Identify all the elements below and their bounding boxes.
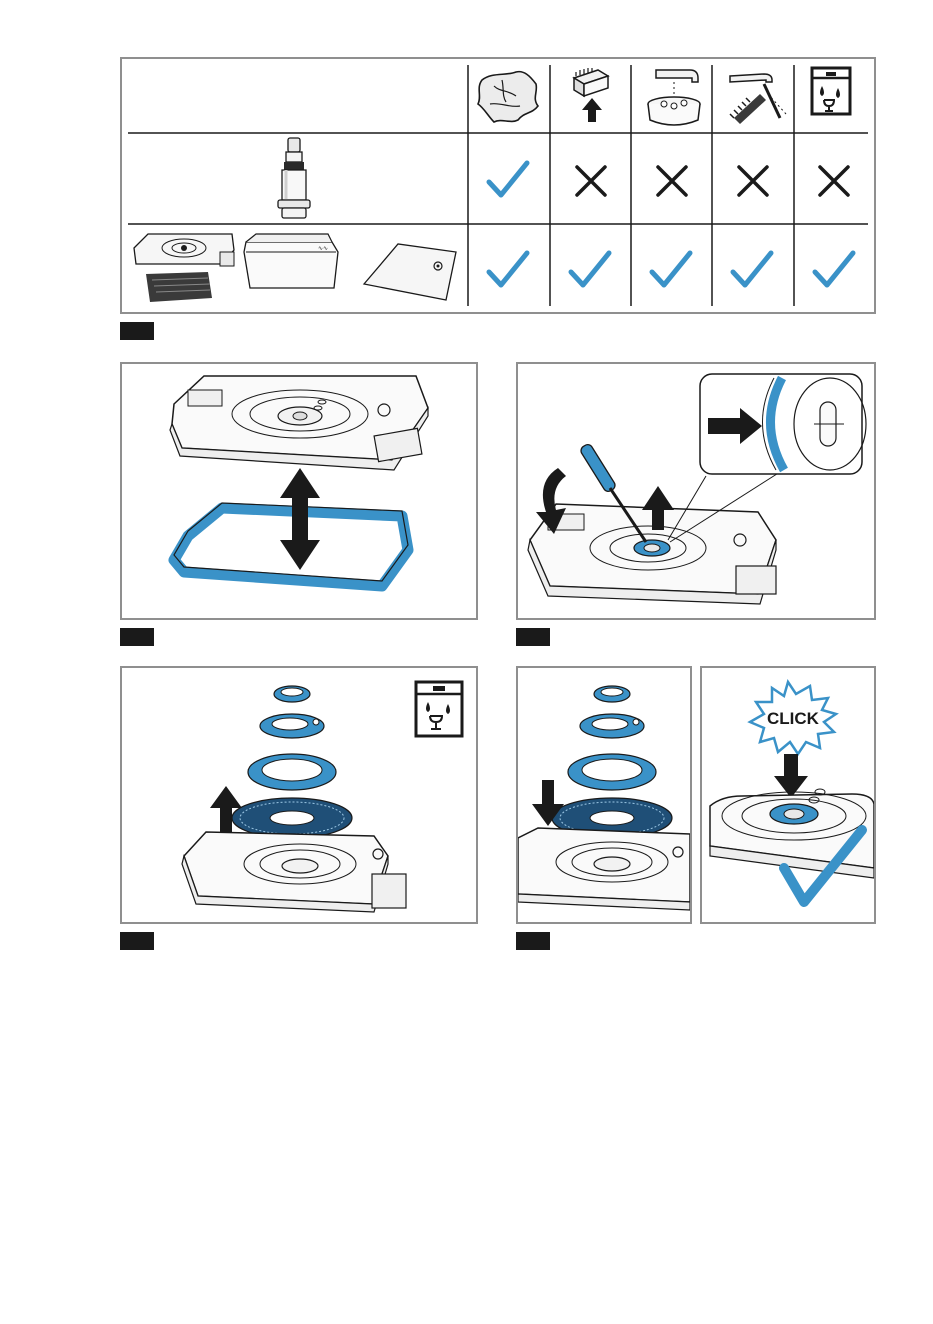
figure-tag-step-4 [516,932,550,950]
row2-sponge-check-icon [568,250,612,290]
figure-tag-step-1 [120,628,154,646]
disassembly-illustration [122,668,476,922]
row2-soak-check-icon [649,250,693,290]
brush-rinse-icon [720,66,792,128]
dishwasher-icon [810,66,852,116]
row1-dishwasher-cross-icon [815,162,853,200]
figure-tag-table [120,322,154,340]
sponge-icon [568,66,614,124]
row1-brush-cross-icon [734,162,772,200]
click-label: CLICK [767,709,820,728]
valve-removal-illustration [518,364,874,618]
step-remove-valve-panel [516,362,876,620]
row2-dishwasher-check-icon [812,250,856,290]
cloth-icon [472,66,544,128]
step-reassemble-panel [516,666,692,924]
row1-sponge-cross-icon [572,162,610,200]
row2-cloth-check-icon [486,250,530,290]
step-click-panel: CLICK [700,666,876,924]
lid-container-bag-image: ∿∿ [128,228,464,304]
row1-cloth-check-icon [486,160,530,200]
svg-text:∿∿: ∿∿ [318,246,328,252]
row2-brush-check-icon [730,250,774,290]
row1-soak-cross-icon [653,162,691,200]
step-remove-seal-panel [120,362,478,620]
figure-tag-step-3 [120,932,154,950]
reassembly-illustration [518,668,690,922]
step-disassemble-panel [120,666,478,924]
lid-seal-illustration [122,364,476,618]
click-confirm-illustration: CLICK [702,668,874,922]
figure-tag-step-2 [516,628,550,646]
soak-bowl-icon [638,64,710,130]
vacuum-pump-attachment-image [272,136,316,220]
